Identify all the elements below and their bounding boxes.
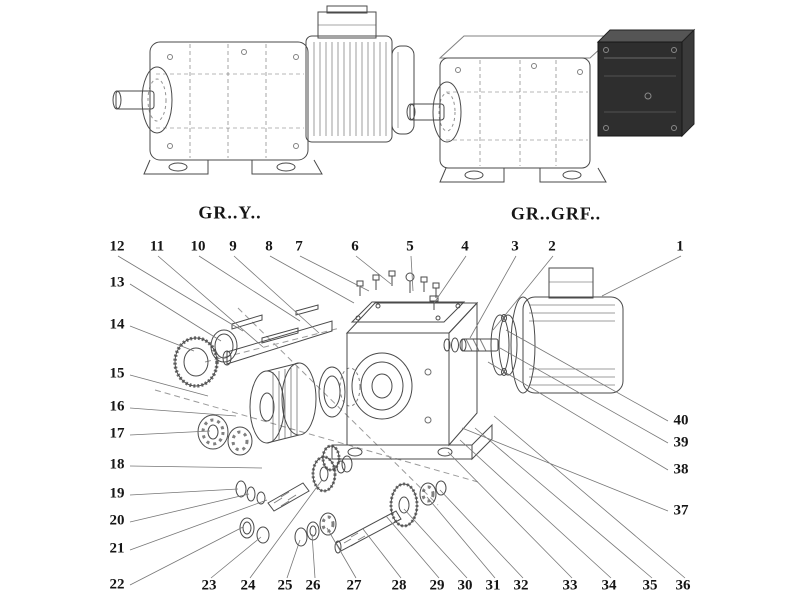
gear-teeth: [272, 366, 298, 441]
motor-body: [305, 35, 393, 143]
part-number-12: 12: [109, 238, 125, 255]
part-number-34: 34: [601, 577, 617, 594]
model-label-gr-y: GR..Y..: [198, 202, 262, 223]
part-number-4: 4: [461, 238, 469, 255]
part-number-26: 26: [305, 577, 321, 594]
mounting-foot: [539, 167, 607, 183]
part-number-31: 31: [485, 577, 501, 594]
countershaft-group: [294, 480, 447, 554]
circlip: [443, 338, 451, 352]
washer: [256, 491, 266, 505]
shaft-key: [261, 327, 299, 344]
ring-gear: [318, 366, 346, 418]
gearmotor-right-drawing: [406, 28, 696, 183]
washer: [435, 480, 447, 496]
seal-bearing-group: [173, 329, 253, 456]
model-label-gr-grf: GR..GRF..: [510, 203, 602, 224]
part-number-19: 19: [109, 485, 125, 502]
part-number-1: 1: [676, 238, 684, 255]
part-number-3: 3: [511, 238, 519, 255]
part-number-14: 14: [109, 316, 125, 333]
output-shaft: [409, 103, 445, 121]
motor-group: [443, 267, 624, 394]
part-number-38: 38: [673, 461, 689, 478]
gearbox-housing: [149, 41, 309, 161]
circlip: [451, 337, 459, 353]
mounting-foot: [143, 159, 209, 175]
gearmotor-left-drawing: [112, 5, 415, 175]
part-number-37: 37: [673, 502, 689, 519]
fan-cover: [391, 45, 415, 135]
part-number-25: 25: [277, 577, 293, 594]
oil-seal: [210, 329, 238, 363]
output-flange: [141, 66, 173, 134]
key: [231, 314, 263, 330]
part-number-29: 29: [429, 577, 445, 594]
part-number-23: 23: [201, 577, 217, 594]
part-number-13: 13: [109, 274, 125, 291]
part-number-36: 36: [675, 577, 691, 594]
exploded-view-drawing: [117, 255, 686, 586]
washer: [246, 486, 256, 502]
part-number-9: 9: [229, 238, 237, 255]
part-number-27: 27: [346, 577, 362, 594]
part-number-35: 35: [642, 577, 658, 594]
bearing: [227, 426, 253, 456]
output-shaft-group: [222, 304, 333, 366]
part-number-40: 40: [673, 412, 689, 429]
bearing: [419, 482, 437, 506]
part-number-2: 2: [548, 238, 556, 255]
terminal-box: [548, 267, 594, 299]
output-shaft: [115, 90, 155, 110]
gears-group: [249, 362, 361, 473]
part-number-24: 24: [240, 577, 256, 594]
bearing: [319, 512, 337, 536]
pinion-shaft: [267, 482, 310, 512]
part-number-15: 15: [109, 365, 125, 382]
alignment-dashed-lines: [154, 307, 479, 506]
eye-bolt: [405, 272, 415, 282]
part-number-20: 20: [109, 512, 125, 529]
motor-fins: [529, 304, 615, 386]
part-number-17: 17: [109, 425, 125, 442]
mounting-foot: [439, 167, 505, 183]
part-number-39: 39: [673, 434, 689, 451]
key: [295, 304, 319, 316]
inspection-cover: [350, 301, 466, 323]
washer: [256, 526, 270, 544]
part-number-16: 16: [109, 398, 125, 415]
part-number-33: 33: [562, 577, 578, 594]
motor-body: [522, 296, 624, 394]
part-number-28: 28: [391, 577, 407, 594]
part-number-7: 7: [295, 238, 303, 255]
part-number-10: 10: [190, 238, 206, 255]
part-number-22: 22: [109, 576, 125, 593]
leader-lines: [117, 255, 686, 586]
motor-flange: [490, 314, 510, 376]
part-number-5: 5: [406, 238, 414, 255]
washer: [294, 527, 308, 547]
mounting-foot: [251, 159, 323, 175]
intermediate-shaft: [335, 510, 402, 552]
motor-fins: [313, 42, 387, 136]
washer: [239, 517, 255, 539]
gearbox-housing: [439, 57, 591, 169]
input-cover-dark: [597, 41, 683, 137]
part-number-30: 30: [457, 577, 473, 594]
part-number-21: 21: [109, 540, 125, 557]
part-number-11: 11: [149, 238, 165, 255]
output-flange: [432, 81, 462, 143]
part-number-18: 18: [109, 456, 125, 473]
part-number-32: 32: [513, 577, 529, 594]
part-number-8: 8: [265, 238, 273, 255]
pinion-small-parts-group: [235, 455, 346, 544]
part-number-6: 6: [351, 238, 359, 255]
washer: [306, 521, 320, 541]
